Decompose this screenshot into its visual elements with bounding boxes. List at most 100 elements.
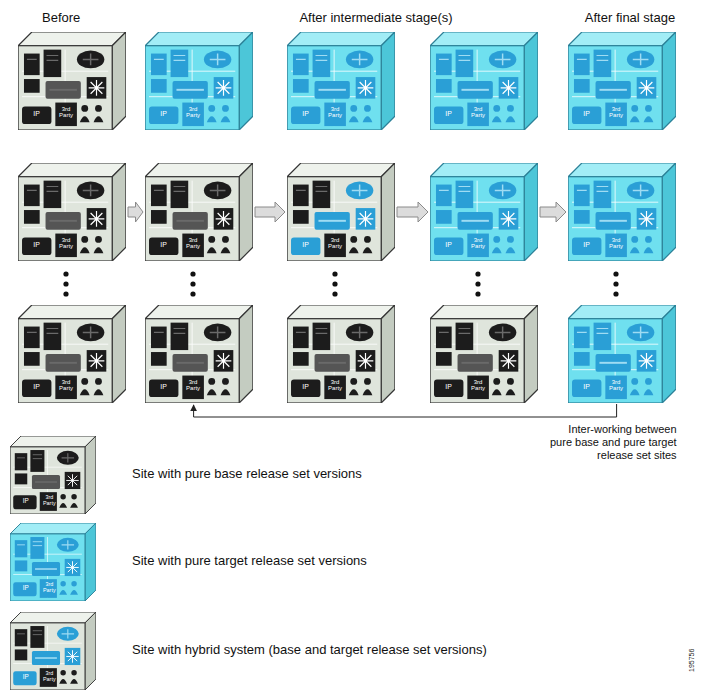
agent-icon: [208, 236, 215, 243]
agent-icon: [349, 116, 359, 122]
agent-icon: [222, 378, 229, 385]
server-icon: [15, 473, 27, 484]
switch-detail: [49, 362, 76, 364]
router-icon: [57, 451, 79, 465]
router-icon: [204, 51, 231, 69]
agent-icon: [70, 503, 78, 508]
agent-icon: [506, 389, 516, 395]
router-detail: [495, 54, 511, 66]
agent-icon: [81, 105, 88, 112]
cube-front: [145, 46, 239, 130]
agent-icon: [630, 116, 640, 122]
switch-detail: [176, 89, 203, 91]
wiring: [149, 181, 235, 257]
agent-icon: [70, 590, 78, 595]
third-party-label: 3rd Party: [604, 106, 628, 118]
router-detail: [495, 185, 511, 197]
server-detail: [27, 56, 58, 61]
ellipsis-dot: [332, 291, 337, 296]
router-detail: [62, 629, 74, 638]
site-cube: 3rd PartyIP: [287, 305, 395, 403]
server-icon: [293, 54, 309, 76]
cube-top: [10, 612, 96, 623]
legend-cube: 3rd PartyIP: [10, 436, 96, 514]
server-icon: [313, 50, 331, 77]
switch-detail: [599, 220, 626, 222]
server-icon: [30, 450, 44, 472]
agent-icon: [631, 236, 638, 243]
switch-arrows: [89, 80, 105, 96]
server-detail: [17, 631, 42, 635]
cube-side: [524, 32, 538, 130]
agent-icon: [507, 105, 514, 112]
cube-top: [430, 305, 538, 319]
site-cube: 3rd PartyIP: [568, 163, 676, 261]
server-detail: [439, 187, 470, 192]
server-icon: [151, 327, 167, 349]
switch-arrows: [358, 80, 374, 96]
server-detail: [27, 187, 58, 192]
switch-detail: [35, 657, 57, 659]
agent-icon: [70, 679, 78, 684]
server-detail: [154, 187, 185, 192]
switch-detail: [599, 89, 626, 91]
server-detail: [577, 329, 608, 334]
ip-phone-icon: [149, 237, 178, 255]
agent-icon: [492, 389, 502, 395]
wiring: [572, 181, 658, 257]
server-icon: [574, 79, 590, 93]
router-icon: [489, 51, 516, 69]
agent-icon: [492, 116, 502, 122]
ip-phone-label: IP: [572, 241, 601, 248]
switch-icon: [32, 475, 60, 489]
agent-icon: [645, 105, 652, 112]
router-detail: [633, 327, 649, 339]
router-icon: [489, 182, 516, 200]
cube-top: [568, 32, 676, 46]
site-cube: 3rd PartyIP: [568, 32, 676, 130]
router-icon: [346, 182, 373, 200]
switch-detail: [35, 568, 57, 570]
server-icon: [44, 323, 62, 350]
third-party-label: 3rd Party: [181, 106, 205, 118]
ellipsis-dot: [190, 281, 195, 286]
server-icon: [44, 181, 62, 208]
server-icon: [30, 537, 44, 559]
agent-icon: [364, 378, 371, 385]
ip-phone-icon: [22, 106, 51, 124]
switch-detail: [49, 89, 76, 91]
agent-icon: [207, 389, 217, 395]
switch-arrows: [639, 211, 655, 227]
router-detail: [352, 54, 368, 66]
cube-side: [85, 612, 96, 690]
legend-cube: 3rd PartyIP: [10, 612, 96, 690]
legend-text: Site with pure base release set versions: [132, 466, 362, 481]
cube-side: [112, 32, 126, 130]
cube-side: [85, 523, 96, 601]
server-detail: [296, 187, 327, 192]
agent-icon: [95, 378, 102, 385]
cube-top: [10, 523, 96, 534]
switch-icon: [46, 354, 81, 372]
server-icon: [594, 181, 612, 208]
server-icon: [594, 323, 612, 350]
switch-icon: [458, 81, 493, 99]
router-icon: [627, 324, 654, 342]
server-icon: [15, 540, 27, 557]
ip-phone-icon: [22, 379, 51, 397]
switch-arrows: [639, 80, 655, 96]
site-cube: 3rd PartyIP: [287, 163, 395, 261]
ip-phone-icon: [572, 237, 601, 255]
cube-front: [430, 46, 524, 130]
server-icon: [293, 327, 309, 349]
switch-icon: [173, 81, 208, 99]
site-cube: 3rd PartyIP: [287, 32, 395, 130]
ip-phone-icon: [291, 106, 320, 124]
ip-phone-icon: [291, 237, 320, 255]
third-party-label: 3rd Party: [466, 379, 490, 391]
third-party-label: 3rd Party: [323, 106, 347, 118]
ellipsis-dot: [475, 271, 480, 276]
agent-icon: [349, 247, 359, 253]
server-icon: [456, 50, 474, 77]
wiring: [572, 323, 658, 399]
